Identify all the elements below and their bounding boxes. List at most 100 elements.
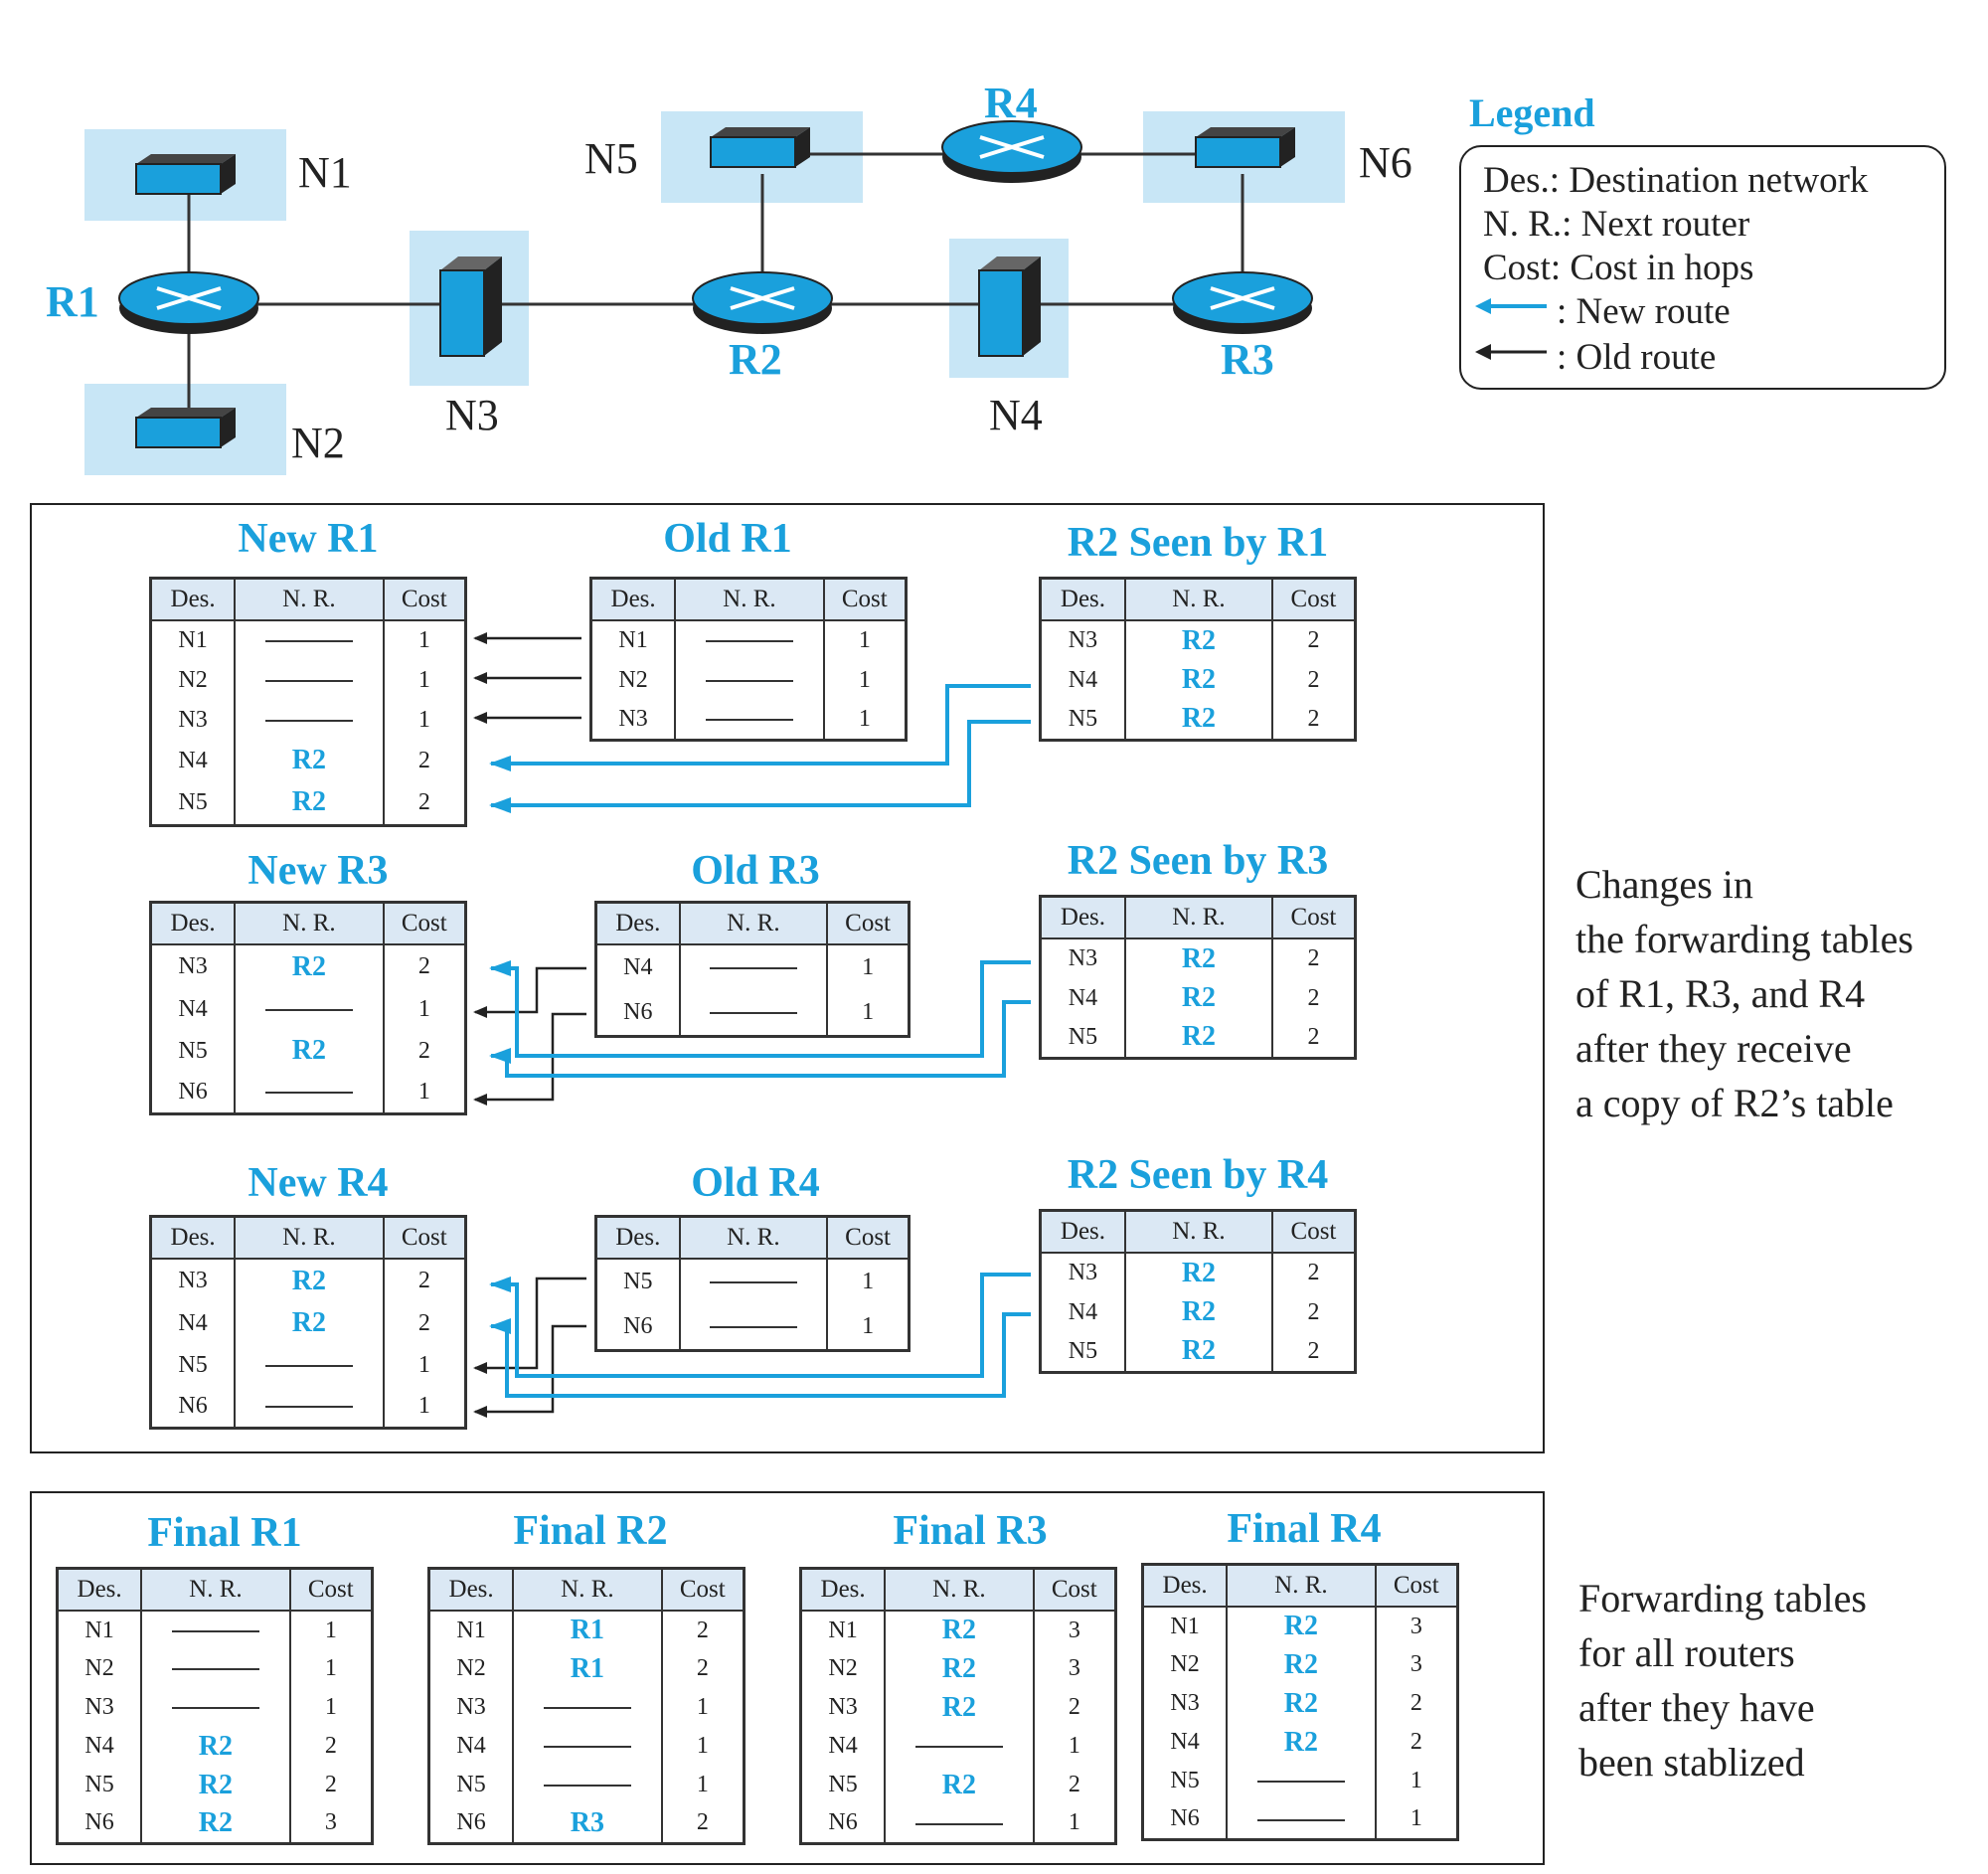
old-route-arrow-icon xyxy=(1475,344,1547,360)
topology-drawing xyxy=(84,111,1345,475)
update-caption: Changes in the forwarding tables of R1, … xyxy=(1575,862,1913,1125)
header-cost: Cost xyxy=(826,1215,911,1260)
header-cost: Cost xyxy=(382,1215,467,1260)
cell-destination: N4 xyxy=(149,740,237,781)
cell-next-router: R2 xyxy=(1123,1253,1273,1292)
table-title-final-r2: Final R2 xyxy=(513,1508,668,1554)
cell-destination: N4 xyxy=(1039,1292,1126,1332)
cell-cost: 2 xyxy=(1374,1684,1459,1723)
final-caption: Forwarding tables for all routers after … xyxy=(1578,1576,1867,1785)
cell-cost: 1 xyxy=(822,660,908,700)
table-title-final-r4: Final R4 xyxy=(1227,1506,1382,1552)
header-cost: Cost xyxy=(660,1567,746,1612)
cell-next-router: R2 xyxy=(234,944,385,988)
cell-next-router: R2 xyxy=(140,1766,291,1804)
network-topology: N1 N2 N3 N4 N5 N6 R1 R2 R3 R4 xyxy=(0,0,1988,477)
cell-next-router: R2 xyxy=(884,1611,1035,1649)
cell-next-router: R2 xyxy=(234,781,385,825)
header-nr: N. R. xyxy=(678,1215,829,1260)
cell-cost: 2 xyxy=(660,1611,746,1649)
header-nr: N. R. xyxy=(1123,577,1273,621)
cell-cost: 2 xyxy=(1270,938,1357,978)
new-route-arrow-icon xyxy=(1475,298,1547,314)
cell-next-router-none xyxy=(234,1072,385,1113)
cell-cost: 2 xyxy=(1270,1253,1357,1292)
cell-destination: N2 xyxy=(799,1649,887,1688)
cell-cost: 1 xyxy=(660,1727,746,1766)
network-label-n3: N3 xyxy=(445,391,499,439)
header-des: Des. xyxy=(594,901,681,945)
cell-destination: N6 xyxy=(594,1304,681,1350)
cell-cost: 1 xyxy=(1374,1800,1459,1839)
cell-next-router: R2 xyxy=(1226,1684,1377,1723)
cell-destination: N4 xyxy=(427,1727,515,1766)
table-title-old-r3: Old R3 xyxy=(691,848,820,894)
cell-next-router-none xyxy=(234,1386,385,1428)
cell-destination: N4 xyxy=(56,1727,143,1766)
cell-cost: 2 xyxy=(1270,1018,1357,1058)
cell-next-router: R2 xyxy=(884,1649,1035,1688)
header-nr: N. R. xyxy=(1123,1209,1273,1254)
cell-cost: 2 xyxy=(660,1649,746,1688)
cell-next-router: R2 xyxy=(1226,1723,1377,1762)
cell-cost: 2 xyxy=(1270,1332,1357,1372)
header-nr: N. R. xyxy=(234,577,385,621)
router-label-r2: R2 xyxy=(729,335,782,384)
network-label-n2: N2 xyxy=(291,419,345,467)
table-row: N3 1 xyxy=(56,1688,374,1727)
header-nr: N. R. xyxy=(140,1567,291,1612)
header-cost: Cost xyxy=(822,577,908,621)
cell-cost: 2 xyxy=(382,1259,467,1302)
header-cost: Cost xyxy=(1032,1567,1117,1612)
cell-next-router: R2 xyxy=(884,1766,1035,1804)
cell-next-router-none xyxy=(140,1611,291,1649)
cell-destination: N6 xyxy=(149,1072,237,1113)
cell-next-router: R2 xyxy=(1123,938,1273,978)
cell-cost: 1 xyxy=(288,1688,374,1727)
cell-destination: N1 xyxy=(799,1611,887,1649)
cell-destination: N2 xyxy=(589,660,677,700)
legend-line-nr: N. R.: Next router xyxy=(1483,204,1750,245)
cell-cost: 2 xyxy=(288,1727,374,1766)
cell-next-router-none xyxy=(674,700,825,740)
cell-next-router: R2 xyxy=(234,1302,385,1344)
table-title-final-r3: Final R3 xyxy=(893,1508,1048,1554)
cell-destination: N2 xyxy=(427,1649,515,1688)
cell-cost: 1 xyxy=(660,1688,746,1727)
switch-icons xyxy=(135,127,1295,448)
cell-next-router: R2 xyxy=(234,1259,385,1302)
cell-destination: N5 xyxy=(427,1766,515,1804)
table-title-old-r1: Old R1 xyxy=(663,516,792,562)
cell-cost: 1 xyxy=(288,1649,374,1688)
cell-cost: 1 xyxy=(382,1072,467,1113)
header-des: Des. xyxy=(56,1567,143,1612)
header-des: Des. xyxy=(1039,895,1126,939)
cell-next-router-none xyxy=(884,1727,1035,1766)
cell-next-router-none xyxy=(234,988,385,1030)
cell-next-router-none xyxy=(234,660,385,700)
cell-cost: 1 xyxy=(660,1766,746,1804)
cell-next-router-none xyxy=(512,1688,663,1727)
cell-destination: N5 xyxy=(594,1259,681,1304)
cell-cost: 2 xyxy=(660,1804,746,1843)
cell-destination: N5 xyxy=(1039,700,1126,740)
cell-destination: N2 xyxy=(149,660,237,700)
cell-destination: N3 xyxy=(56,1688,143,1727)
